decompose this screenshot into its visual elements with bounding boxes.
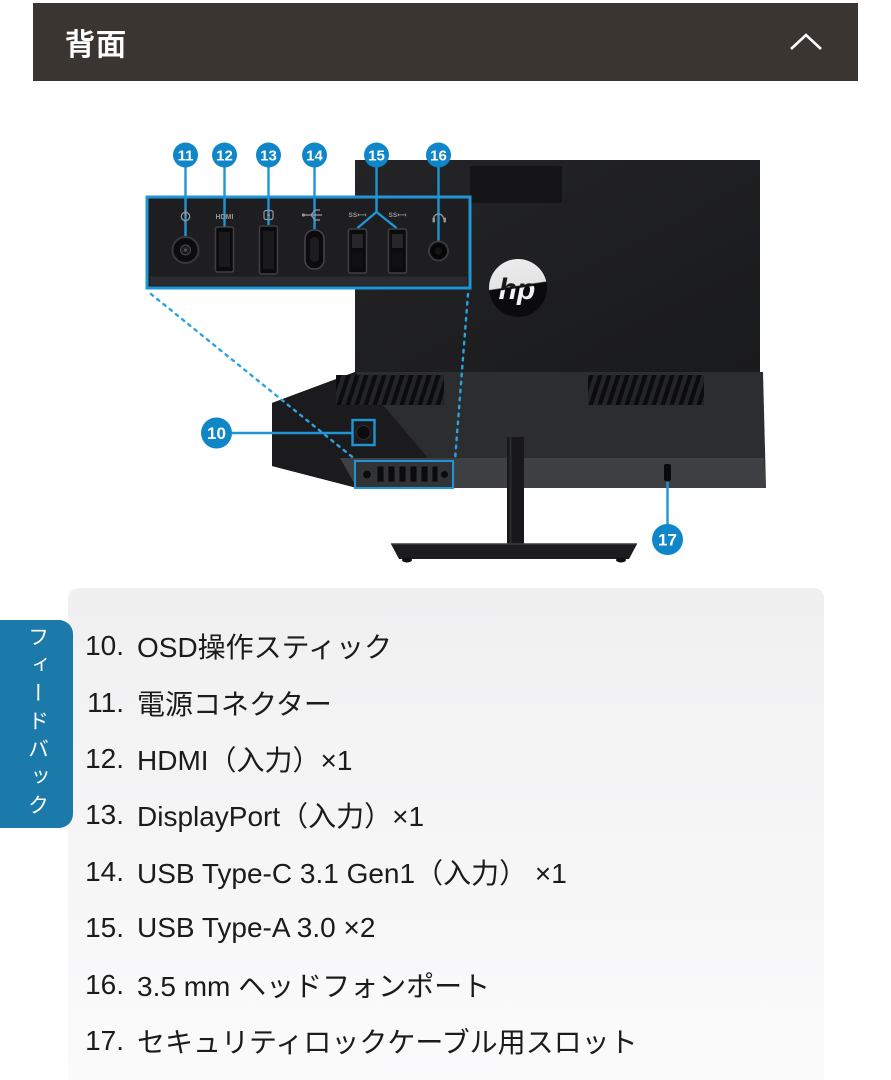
svg-text:14: 14	[306, 148, 323, 165]
rear-port-strip	[354, 460, 454, 489]
collapse-section-button[interactable]	[788, 31, 824, 53]
hdmi-label: HDMI	[216, 214, 234, 221]
callout-badge-14: 14	[302, 142, 327, 168]
hp-logo: hp	[489, 259, 547, 317]
svg-text:13: 13	[260, 148, 277, 165]
chevron-up-icon	[790, 33, 822, 50]
port-item-number: 11.	[87, 686, 124, 718]
port-list-item: 10. OSD操作スティック	[68, 618, 824, 674]
port-list-item: 14. USB Type-C 3.1 Gen1（入力） ×1	[68, 844, 824, 900]
svg-text:hp: hp	[499, 273, 536, 306]
security-lock-slot	[664, 464, 671, 481]
callout-badge-16: 16	[426, 142, 451, 168]
port-item-number: 16.	[85, 968, 124, 1000]
monitor-rear-diagram: hp	[145, 142, 766, 563]
port-item-text: USB Type-C 3.1 Gen1（入力） ×1	[137, 857, 567, 889]
monitor-body: hp	[272, 160, 766, 563]
port-list-item: 16. 3.5 mm ヘッドフォンポート	[68, 956, 824, 1012]
zoomed-port-panel: HDMI SS⟻	[145, 167, 472, 290]
port-list-item: 12. HDMI（入力）×1	[68, 731, 824, 787]
power-connector-port	[171, 209, 200, 264]
svg-text:12: 12	[216, 148, 233, 165]
stand-base	[391, 544, 637, 559]
callout-badge-10: 10	[201, 417, 352, 449]
port-list-item: 17. セキュリティロックケーブル用スロット	[68, 1013, 824, 1069]
displayport-port	[258, 209, 279, 275]
zoom-guide-dotted-lines	[149, 292, 470, 462]
port-list-item: 11. 電源コネクター	[68, 674, 824, 730]
port-item-text: DisplayPort（入力）×1	[137, 801, 425, 833]
vent-grille-right	[588, 375, 704, 405]
svg-text:11: 11	[178, 148, 194, 165]
port-item-number: 13.	[85, 799, 124, 831]
callout-badge-13: 13	[256, 142, 281, 168]
port-item-number: 12.	[85, 742, 124, 774]
osd-joystick	[351, 418, 376, 447]
port-item-text: 電源コネクター	[137, 688, 332, 720]
svg-text:17: 17	[658, 531, 677, 550]
callout-badge-15: 15	[364, 142, 389, 168]
usb-a-port-2: SS⟻	[387, 212, 408, 274]
callout-badge-12: 12	[212, 142, 237, 168]
superspeed-usb-icon: SS⟻	[389, 212, 407, 219]
port-item-number: 15.	[85, 912, 124, 944]
port-item-text: 3.5 mm ヘッドフォンポート	[137, 970, 491, 1002]
superspeed-usb-icon: SS⟻	[349, 212, 367, 219]
port-list-item: 13. DisplayPort（入力）×1	[68, 787, 824, 843]
callout-badges-top: 11 12 13 14 15 16	[173, 142, 451, 168]
port-list: 10. OSD操作スティック 11. 電源コネクター 12. HDMI（入力）×1 13. D…	[68, 588, 824, 1069]
svg-text:15: 15	[368, 148, 385, 165]
svg-text:16: 16	[430, 148, 447, 165]
port-item-text: HDMI（入力）×1	[137, 744, 353, 776]
usb-icon	[301, 209, 322, 221]
port-item-number: 10.	[85, 630, 124, 662]
vent-grille-left	[336, 375, 444, 405]
hdmi-port: HDMI	[214, 214, 235, 273]
port-list-item: 15. USB Type-A 3.0 ×2	[68, 900, 824, 956]
headphone-icon	[432, 213, 446, 223]
page-title: 背面	[65, 29, 127, 62]
section-header-back-panel[interactable]: 背面	[33, 3, 858, 81]
callout-badge-11: 11	[173, 142, 198, 168]
displayport-icon	[263, 209, 274, 221]
port-item-number: 14.	[85, 855, 124, 887]
callout-badge-17: 17	[652, 482, 683, 555]
headphone-port	[428, 213, 449, 262]
port-item-text: OSD操作スティック	[137, 632, 392, 664]
usb-a-port-1: SS⟻	[347, 212, 368, 274]
port-item-text: USB Type-A 3.0 ×2	[137, 912, 376, 944]
monitor-top-recess	[470, 166, 562, 203]
usb-c-port	[301, 209, 325, 270]
port-description-card: 10. OSD操作スティック 11. 電源コネクター 12. HDMI（入力）×1 13. D…	[68, 588, 824, 1080]
port-item-text: セキュリティロックケーブル用スロット	[137, 1026, 638, 1058]
port-item-number: 17.	[85, 1024, 124, 1056]
svg-text:10: 10	[207, 424, 226, 443]
feedback-tab[interactable]: フィードバック	[0, 620, 73, 828]
